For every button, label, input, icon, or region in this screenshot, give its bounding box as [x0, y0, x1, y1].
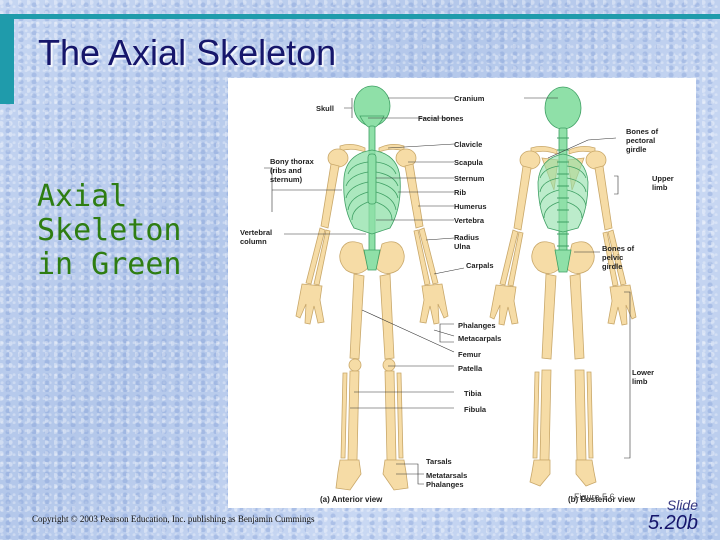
- posterior-skeleton: [489, 86, 637, 487]
- label-upper-limb: Upper limb: [652, 174, 676, 192]
- leader-lines: [264, 97, 631, 485]
- label-femur: Femur: [458, 350, 481, 359]
- label-patella: Patella: [458, 364, 483, 373]
- label-phalanges: Phalanges: [458, 321, 496, 330]
- label-posterior-view: (b) Posterior view: [568, 495, 636, 504]
- label-metacarpals: Metacarpals: [458, 334, 501, 343]
- label-tarsals: Tarsals: [426, 457, 452, 466]
- label-phalanges-foot: Phalanges: [426, 480, 464, 489]
- left-accent-bar: [0, 14, 14, 104]
- label-bones-pectoral-girdle: Bones of pectoral girdle: [626, 127, 660, 154]
- figure-labels: Skull Cranium Facial bones Clavicle Scap…: [240, 94, 676, 504]
- label-vertebra: Vertebra: [454, 216, 485, 225]
- copyright-notice: Copyright © 2003 Pearson Education, Inc.…: [32, 514, 315, 524]
- caption: Axial Skeleton in Green: [37, 180, 207, 282]
- label-humerus: Humerus: [454, 202, 487, 211]
- caption-line: Axial: [37, 179, 128, 214]
- label-fibula: Fibula: [464, 405, 487, 414]
- label-anterior-view: (a) Anterior view: [320, 495, 383, 504]
- label-radius: Radius: [454, 233, 479, 242]
- slide-number: Slide 5.20b: [648, 498, 698, 534]
- slide-title: The Axial Skeleton: [38, 32, 337, 73]
- caption-line: Skeleton: [37, 213, 182, 248]
- slide-number-label: Slide: [666, 497, 698, 513]
- label-bones-pelvic-girdle: Bones of pelvic girdle: [602, 244, 636, 271]
- label-ulna: Ulna: [454, 242, 471, 251]
- label-cranium: Cranium: [454, 94, 485, 103]
- skeleton-figure: Skull Cranium Facial bones Clavicle Scap…: [228, 78, 696, 508]
- label-carpals: Carpals: [466, 261, 494, 270]
- label-bony-thorax: Bony thorax (ribs and sternum): [270, 157, 316, 184]
- label-vertebral-column: Vertebral column: [240, 228, 274, 246]
- slide-number-value: 5.20b: [647, 512, 698, 534]
- label-figure-ref: Figure 5.6: [574, 492, 615, 502]
- label-skull: Skull: [316, 104, 334, 113]
- label-rib: Rib: [454, 188, 467, 197]
- label-facial-bones: Facial bones: [418, 114, 463, 123]
- label-lower-limb: Lower limb: [632, 368, 656, 386]
- caption-line: in Green: [37, 247, 182, 282]
- label-sternum: Sternum: [454, 174, 485, 183]
- anterior-skeleton: [295, 85, 449, 491]
- top-accent-bar: [0, 14, 720, 19]
- label-metatarsals: Metatarsals: [426, 471, 467, 480]
- label-clavicle: Clavicle: [454, 140, 482, 149]
- label-scapula: Scapula: [454, 158, 484, 167]
- label-tibia: Tibia: [464, 389, 482, 398]
